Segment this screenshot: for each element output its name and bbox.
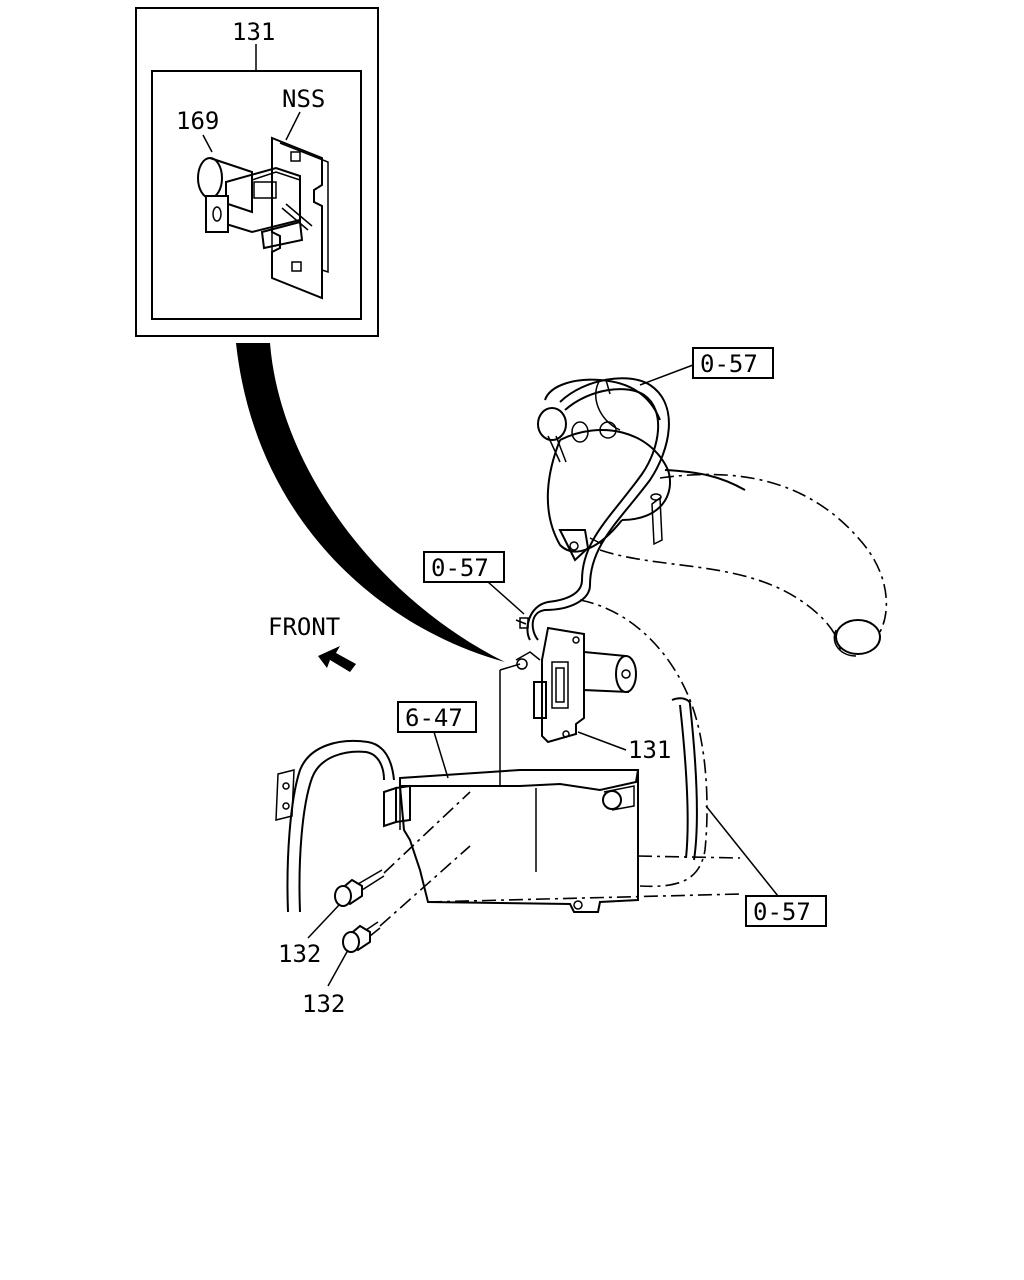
turbo-housing <box>537 378 671 562</box>
ref-box-top: 0-57 <box>639 347 774 386</box>
inset-nss-leader <box>285 111 301 141</box>
frame-rail <box>275 739 395 913</box>
bolt-lower <box>342 845 471 953</box>
inset-solenoid-icon <box>197 157 313 250</box>
ref-bracket-label: 6-47 <box>405 704 463 732</box>
inset-part-leader <box>202 134 213 153</box>
inset-ref-label: 131 <box>232 18 275 46</box>
intake-hose <box>599 469 888 657</box>
bolt-lower-label: 132 <box>302 990 345 1018</box>
solenoid-assembly <box>515 617 637 744</box>
part-131-label: 131 <box>628 736 671 764</box>
ref-right-label: 0-57 <box>753 898 811 926</box>
ref-box-mid: 0-57 <box>423 551 525 615</box>
callout-arrow-icon <box>236 343 505 662</box>
inset-detail: 131 NSS 169 <box>135 7 379 337</box>
ref-box-right: 0-57 <box>705 805 827 927</box>
inset-nss-label: NSS <box>282 85 325 113</box>
bolt-upper-label: 132 <box>278 940 321 968</box>
return-line <box>579 599 708 888</box>
bolt-upper <box>334 791 471 907</box>
vacuum-hose <box>526 377 670 641</box>
inset-outer-frame <box>135 7 379 337</box>
ref-box-bracket: 6-47 <box>397 701 477 779</box>
inset-bracket-icon <box>271 136 329 300</box>
ref-top-label: 0-57 <box>700 350 758 378</box>
bracket-plate <box>383 663 741 913</box>
arrow-icon <box>318 646 356 672</box>
inset-part-label: 169 <box>176 107 219 135</box>
front-label: FRONT <box>268 613 340 641</box>
ref-mid-label: 0-57 <box>431 554 489 582</box>
